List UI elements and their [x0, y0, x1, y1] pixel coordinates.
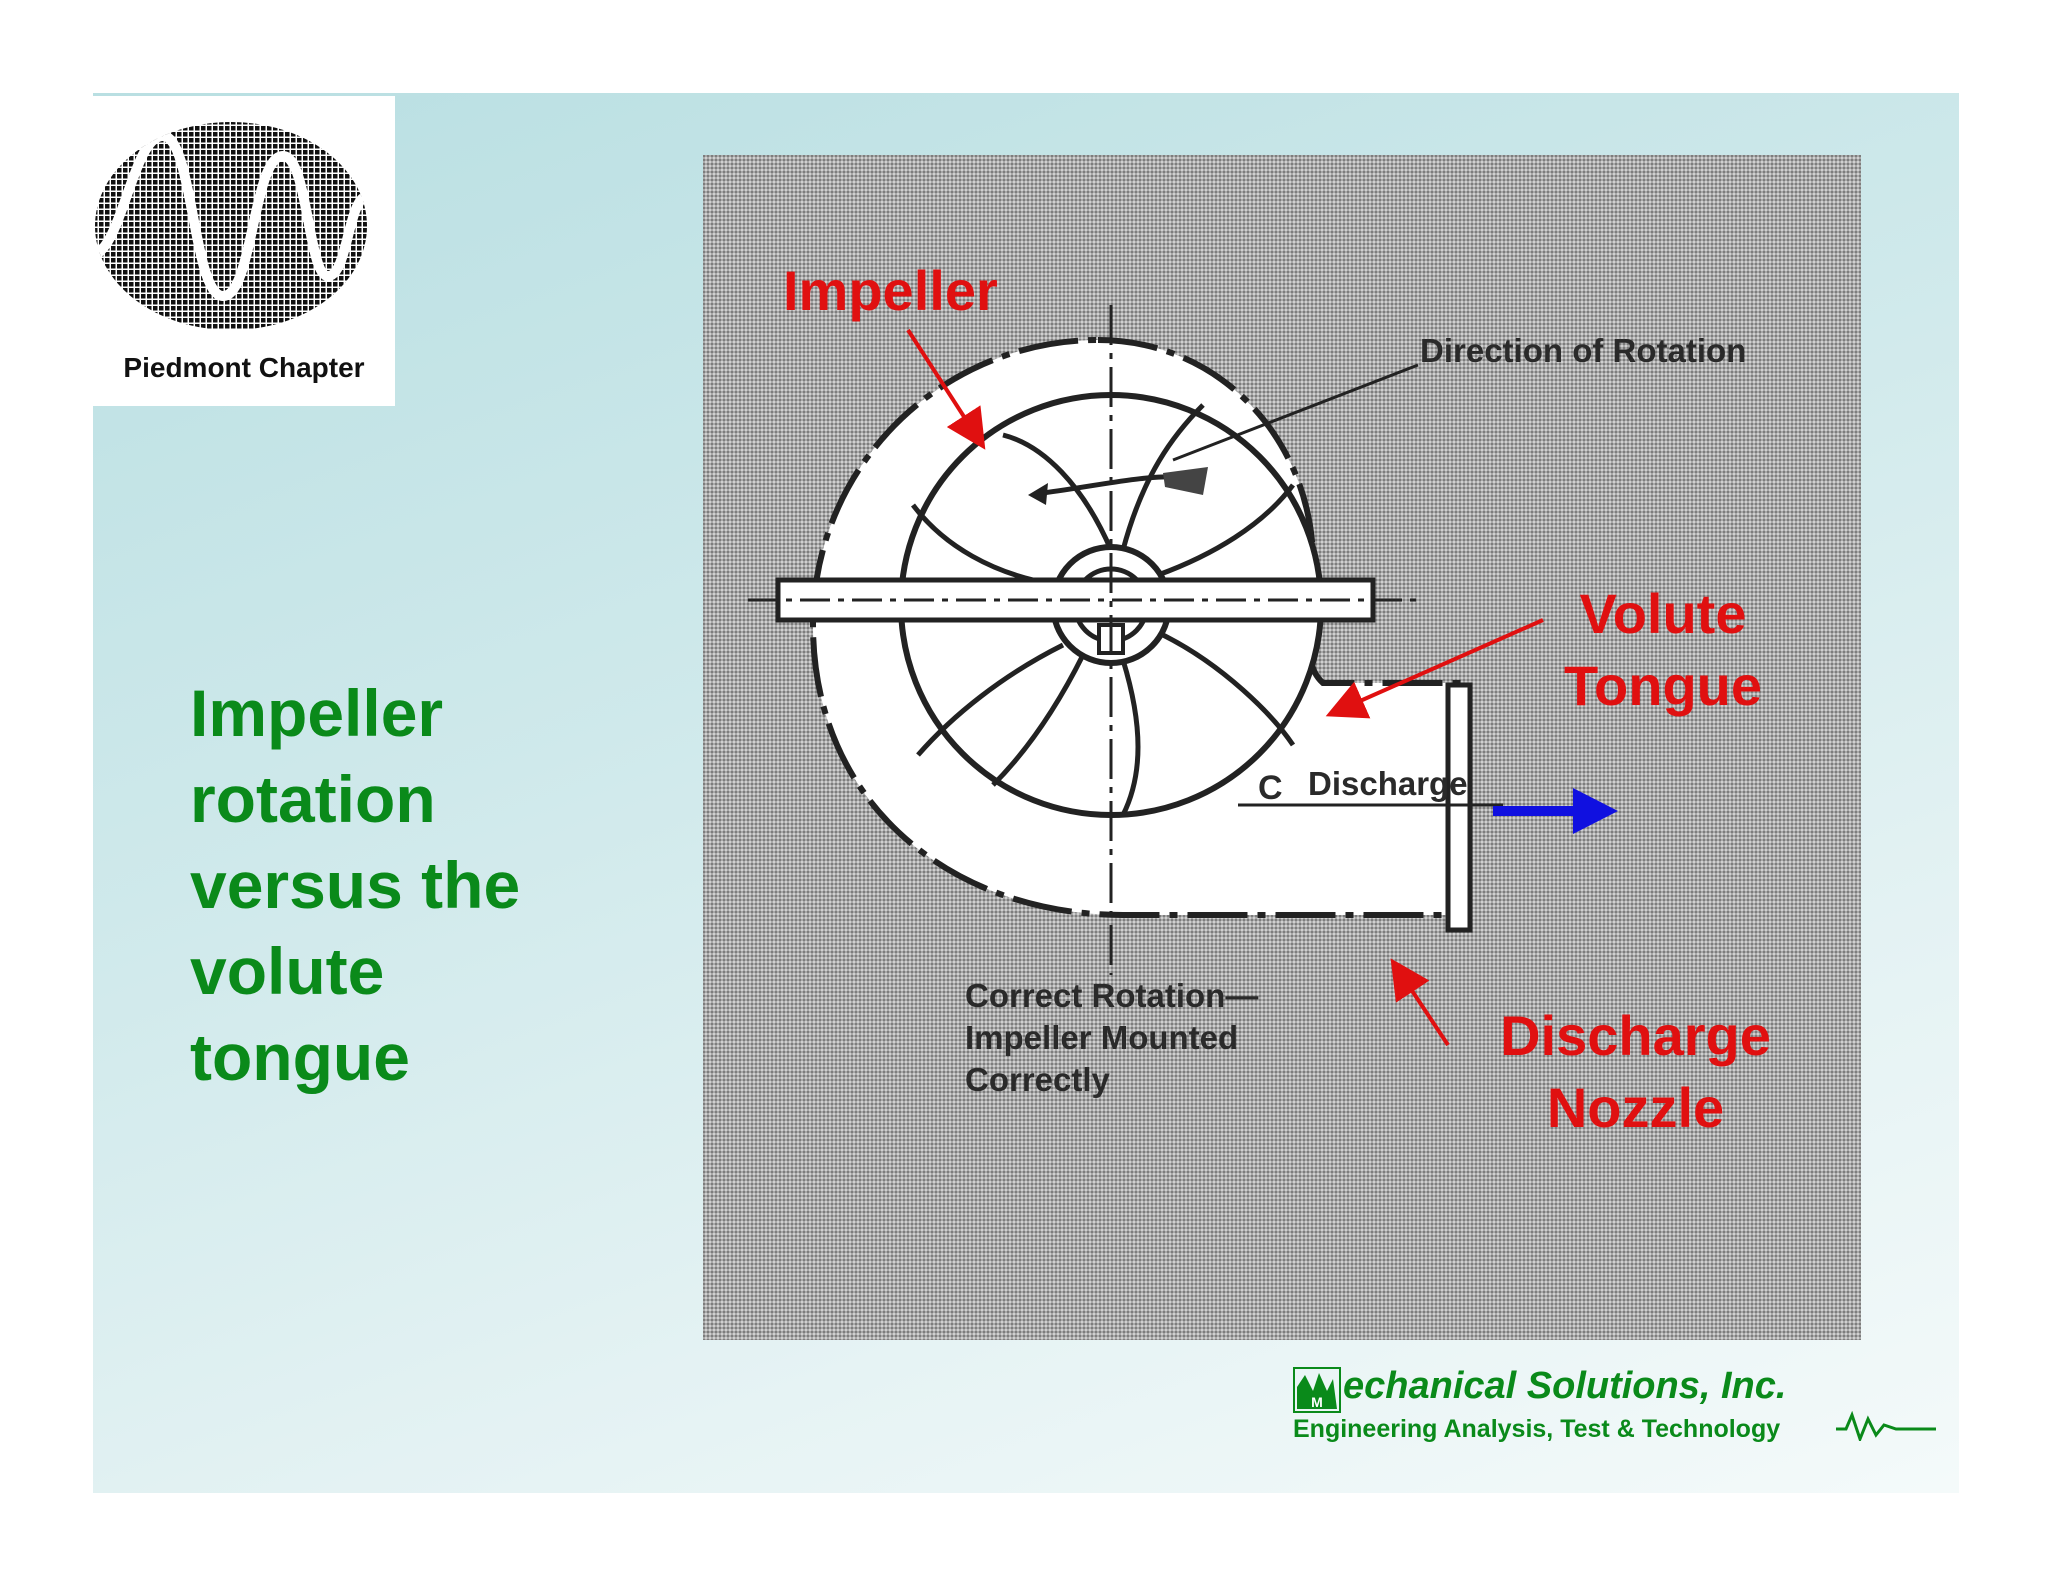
- company-brand: M echanical Solutions, Inc. Engineering …: [1293, 1365, 1943, 1457]
- caption-line: Impeller Mounted: [965, 1019, 1239, 1056]
- brand-mark-letter: M: [1311, 1394, 1323, 1410]
- chapter-logo: Piedmont Chapter: [93, 96, 395, 406]
- caption-line: Correctly: [965, 1061, 1110, 1098]
- brand-name: echanical Solutions, Inc.: [1343, 1365, 1787, 1407]
- discharge-flow-arrow: [1573, 788, 1618, 834]
- volute-tongue-label: Volute Tongue: [1543, 578, 1783, 722]
- centerline-symbol: C: [1258, 769, 1283, 807]
- waveform-logo-icon: [95, 122, 367, 330]
- discharge-label: Discharge: [1308, 765, 1468, 802]
- tongue-label-line: Tongue: [1563, 654, 1763, 717]
- brand-tagline: Engineering Analysis, Test & Technology: [1293, 1415, 1781, 1443]
- diagram-caption: Correct Rotation— Impeller Mounted Corre…: [965, 975, 1258, 1101]
- impeller-callout-arrow: [906, 328, 986, 450]
- title-line: volute: [190, 934, 385, 1008]
- diagram-drawing: [703, 155, 1861, 1340]
- logo-caption: Piedmont Chapter: [123, 352, 365, 383]
- volute-label-line: Volute: [1579, 582, 1747, 645]
- discharge-nozzle-line-2: Nozzle: [1546, 1076, 1725, 1139]
- discharge-nozzle-label: Discharge Nozzle: [1473, 1000, 1798, 1144]
- discharge-nozzle-line-1: Discharge: [1500, 1004, 1771, 1067]
- impeller-vanes: [911, 403, 1296, 817]
- impeller-label: Impeller: [783, 259, 998, 322]
- direction-of-rotation-label: Direction of Rotation: [1420, 332, 1747, 369]
- brand-wave-icon: [1836, 1411, 1936, 1441]
- title-line: versus the: [190, 848, 521, 922]
- volute-tongue-callout-arrow: [1325, 618, 1544, 719]
- caption-line: Correct Rotation—: [965, 977, 1259, 1014]
- title-line: rotation: [190, 762, 436, 836]
- title-line: tongue: [190, 1020, 410, 1094]
- slide-title: Impeller rotation versus the volute tong…: [190, 670, 650, 1100]
- brand-mark-icon: M: [1293, 1367, 1341, 1413]
- discharge-nozzle-callout-arrow: [1390, 958, 1450, 1047]
- pump-volute-diagram: Impeller Direction of Rotation Volute To…: [703, 155, 1861, 1340]
- title-line: Impeller: [190, 676, 444, 750]
- discharge-flange: [1445, 682, 1473, 933]
